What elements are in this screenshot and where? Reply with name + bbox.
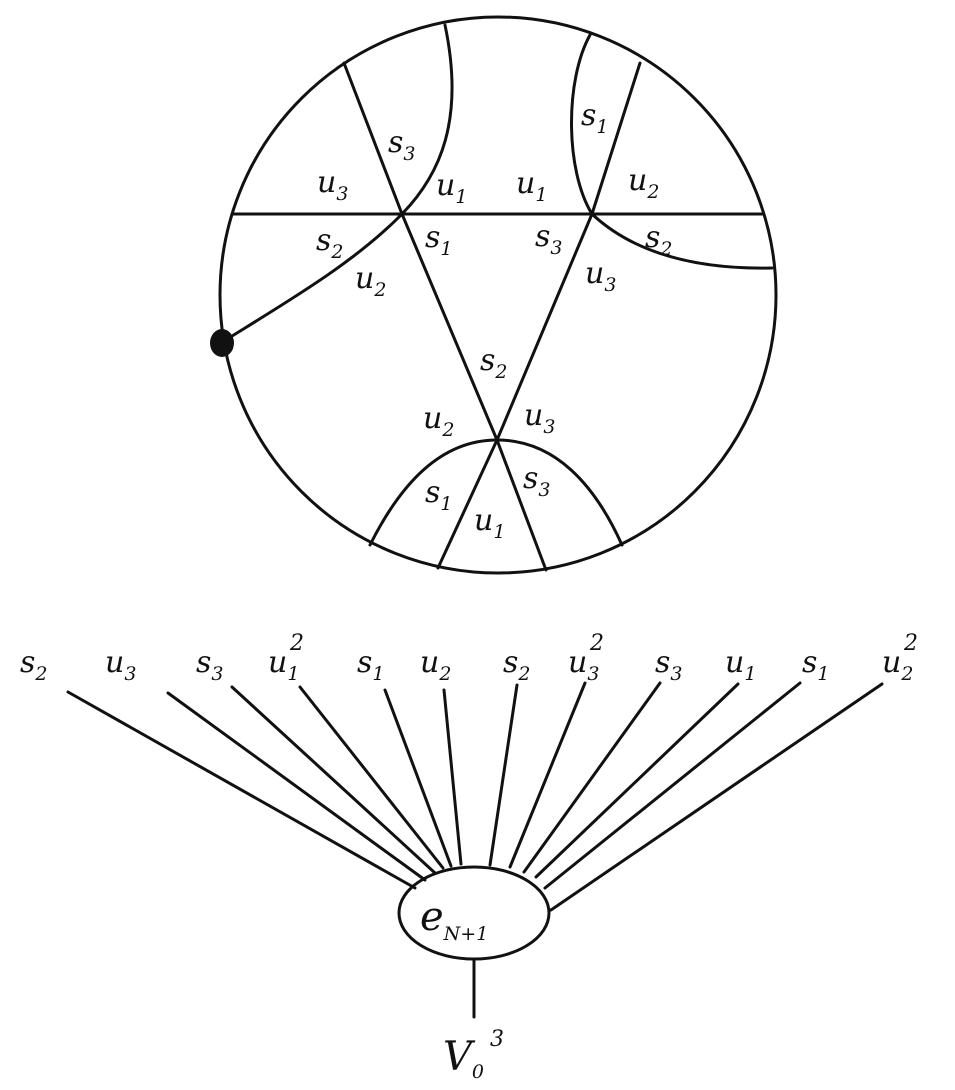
disk-label-u3-right: u3 [585, 256, 616, 296]
tree-edge-3 [230, 685, 437, 875]
disk-label-u1-right: u1 [516, 166, 547, 206]
disk-label-s2-middle: s2 [480, 343, 508, 383]
tree-edge-2 [166, 691, 427, 882]
leaf-label-1: s2 [20, 645, 48, 685]
leaf-label-11: s1 [802, 645, 830, 685]
ray-upper-left [342, 61, 404, 216]
disk-label-s3-bottom: s3 [523, 461, 551, 501]
disk-label-s1-upper-right: s1 [581, 98, 609, 138]
disk-figure: s3 s1 u3 u1 u1 u2 s2 s1 s3 s2 u2 u3 s2 u2 u3 s1 s3 u1 [210, 15, 778, 575]
boundary-circle [218, 15, 778, 575]
tree-edge-9 [522, 681, 662, 874]
tree-edge-6 [442, 688, 463, 866]
leaf-label-10: u1 [725, 645, 756, 685]
leaf-label-2: u3 [105, 645, 136, 685]
arc-to-marked-point [222, 212, 404, 343]
leaf-label-12-superscript: 2 [903, 631, 918, 656]
leaf-label-9: s3 [655, 645, 683, 685]
disk-label-u2-bottom: u2 [423, 401, 454, 441]
leaf-label-4-superscript: 2 [289, 631, 304, 656]
vertex-label: eN+1 [420, 894, 488, 945]
disk-label-s3-center: s3 [535, 219, 563, 259]
disk-label-s2-left: s2 [316, 223, 344, 263]
ray-bottom-right [495, 438, 548, 572]
leaf-label-7: s2 [503, 645, 531, 685]
leaf-label-6: u2 [420, 645, 451, 685]
leaf-label-8: u3 [568, 645, 599, 685]
disk-label-u3-bottom: u3 [524, 398, 555, 438]
disk-label-s2-right: s2 [645, 220, 673, 260]
triangle-edge-right [495, 212, 594, 442]
tree-edge-10 [534, 682, 740, 879]
leaf-label-8-superscript: 2 [589, 631, 604, 656]
tree-edges [66, 681, 884, 912]
tree-edge-4 [298, 685, 445, 870]
ray-upper-right [590, 61, 642, 216]
tree-edge-8 [508, 681, 587, 869]
leaf-label-4: u1 [268, 645, 299, 685]
arc-right [590, 212, 774, 270]
tree-edge-7 [488, 683, 519, 867]
disk-label-u2-left: u2 [355, 261, 386, 301]
disk-label-u1-bottom: u1 [474, 503, 505, 543]
ray-bottom-left [436, 438, 499, 570]
arc-upper-left [400, 23, 454, 216]
disk-label-s3-upper: s3 [388, 125, 416, 165]
arc-upper-right [570, 33, 594, 216]
tree-edge-5 [383, 688, 453, 868]
root-label: V0 [443, 1034, 484, 1083]
marked-point [210, 329, 234, 357]
disk-label-u2-right: u2 [628, 163, 659, 203]
disk-label-u1-left: u1 [436, 168, 467, 208]
disk-label-s1-center: s1 [425, 220, 453, 260]
leaf-label-12: u2 [882, 645, 913, 685]
root-superscript: 3 [490, 1027, 504, 1052]
disk-label-u3-left: u3 [317, 165, 348, 205]
tree-edge-12 [549, 682, 884, 912]
disk-label-s1-bottom: s1 [425, 475, 453, 515]
tree-edge-11 [543, 681, 802, 890]
disk-labels: s3 s1 u3 u1 u1 u2 s2 s1 s3 s2 u2 u3 s2 u2 u3 s1 s3 u1 [316, 98, 673, 543]
leaf-label-3: s3 [196, 645, 224, 685]
leaf-label-5: s1 [357, 645, 385, 685]
tree-edge-1 [66, 690, 417, 890]
triangle-edge-left [400, 212, 499, 442]
